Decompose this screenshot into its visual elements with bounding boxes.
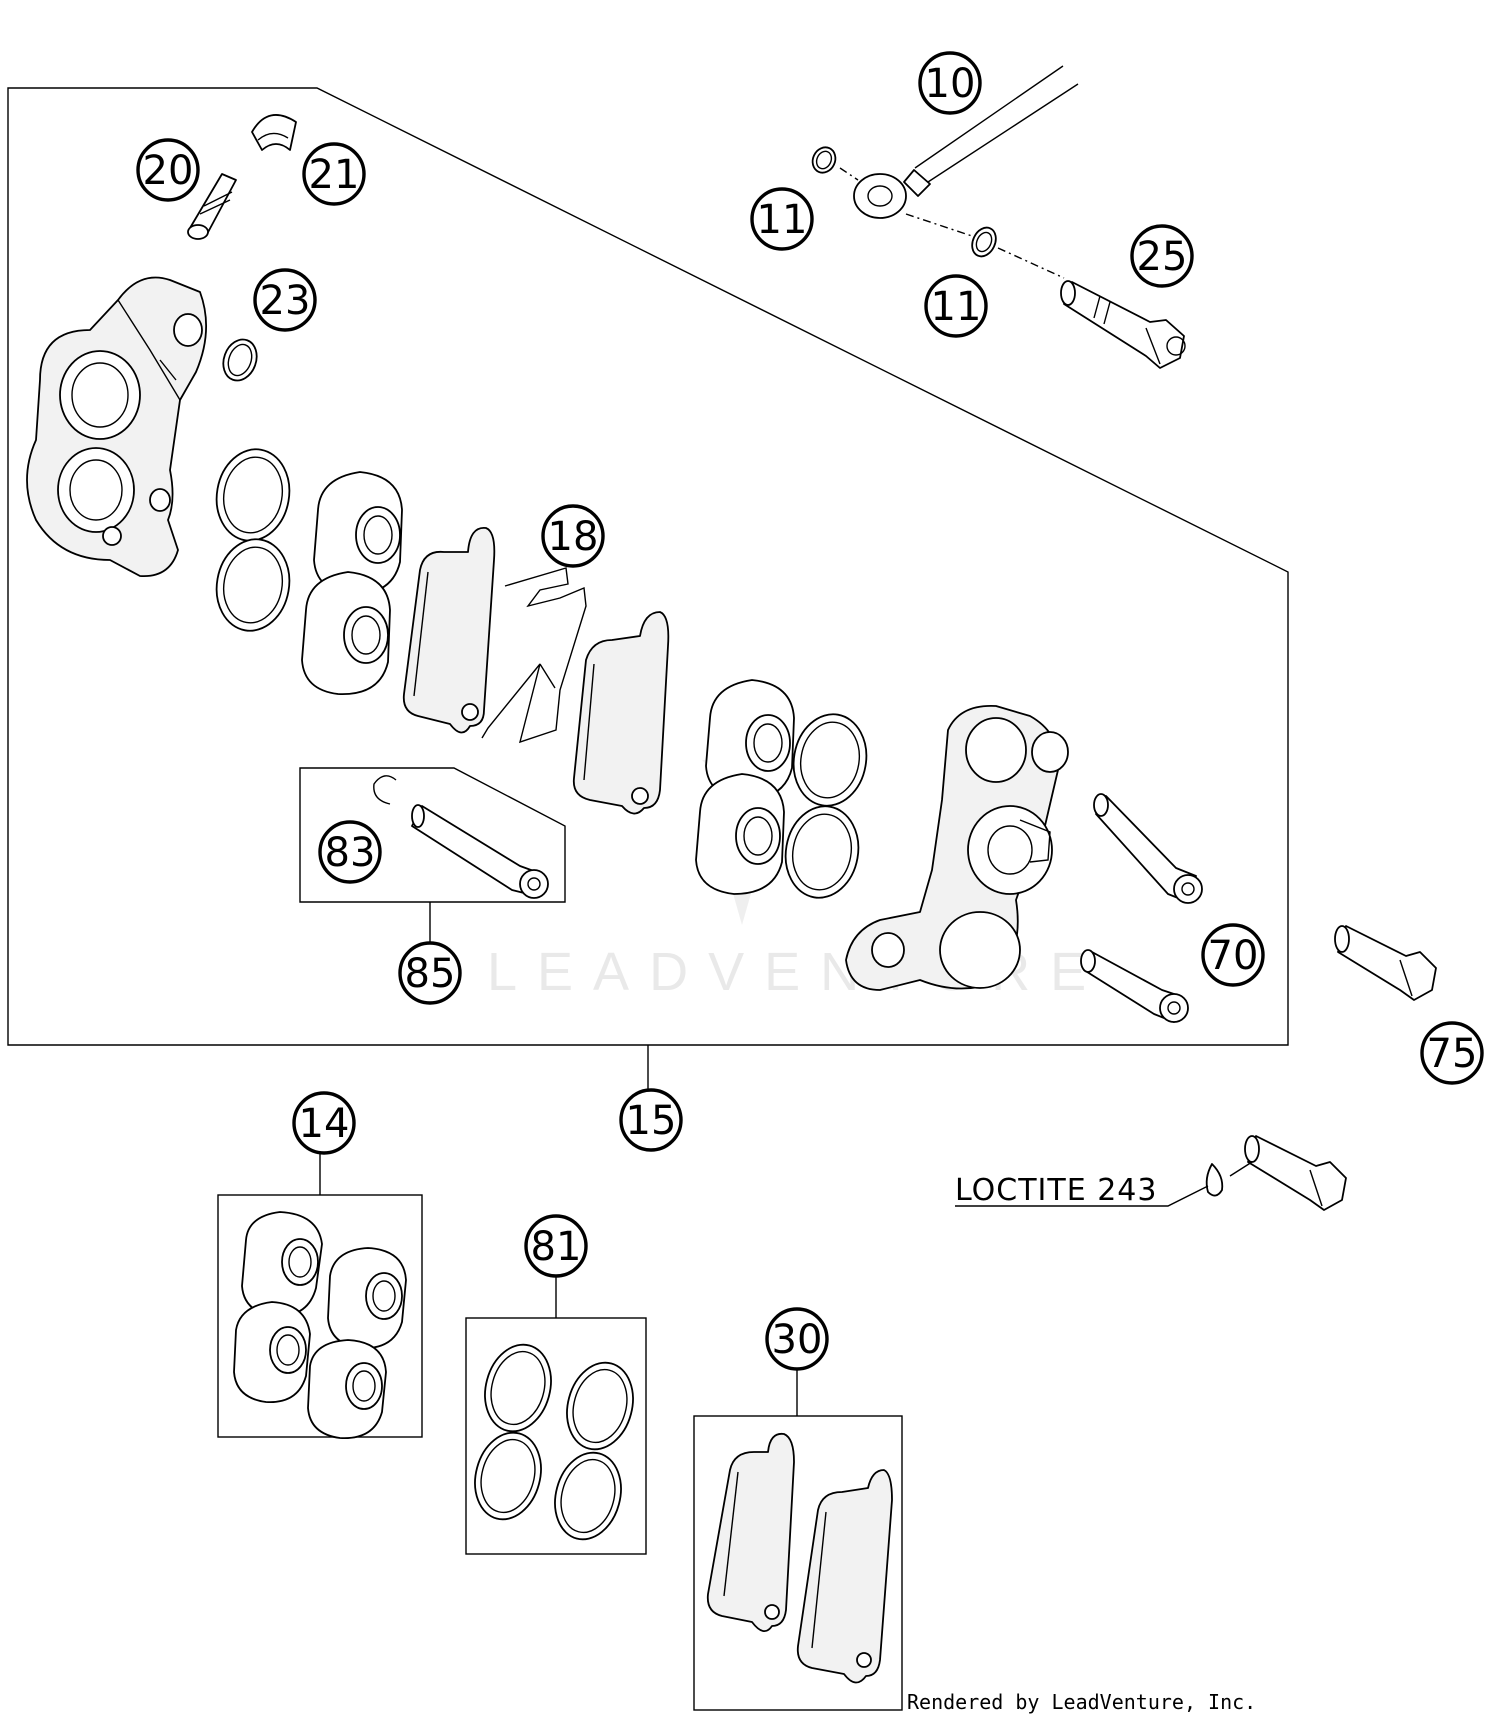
callout-label: 20 (143, 148, 194, 194)
callout-label: 70 (1208, 933, 1259, 979)
callout-label: 83 (325, 830, 376, 876)
seals-right-part (784, 713, 868, 899)
callout-10: 10 (918, 51, 982, 115)
loctite-label: LOCTITE 243 (955, 1173, 1157, 1208)
callout-75: 75 (1420, 1021, 1484, 1085)
render-credit: Rendered by LeadVenture, Inc. (907, 1690, 1257, 1714)
callout-11: 11 (750, 187, 814, 251)
brake-line-part (853, 65, 1079, 219)
callout-label: 11 (757, 197, 808, 243)
callout-label: 18 (548, 514, 599, 560)
mounting-bolt-loctite-part (1244, 1135, 1347, 1211)
callout-label: 21 (309, 152, 360, 198)
callout-23: 23 (253, 268, 317, 332)
washer-lower-part (971, 226, 997, 258)
callout-label: 75 (1427, 1031, 1478, 1077)
pad-kit-outline (693, 1415, 903, 1711)
callout-25: 25 (1130, 224, 1194, 288)
callout-layer: 10 20 21 11 25 23 11 18 83 70 85 75 14 15 81 30 (136, 51, 1484, 1371)
callout-label: 14 (299, 1101, 350, 1147)
callout-85: 85 (398, 941, 462, 1005)
loctite-drop-icon (1205, 1163, 1224, 1197)
callout-30: 30 (765, 1307, 829, 1371)
callout-label: 15 (626, 1098, 677, 1144)
callout-70: 70 (1201, 923, 1265, 987)
callout-label: 85 (405, 951, 456, 997)
loctite-leader (955, 1161, 1253, 1207)
assembly-axis (839, 167, 1065, 279)
caliper-half-left-part (26, 276, 207, 577)
pistons-right-part (695, 679, 795, 895)
bleeder-cap-part (251, 114, 297, 151)
bleeder-screw-part (187, 173, 237, 240)
pin-kit-outline (299, 767, 566, 903)
callout-label: 25 (1137, 234, 1188, 280)
callout-label: 81 (531, 1224, 582, 1270)
mounting-bolt-75-part (1334, 925, 1437, 1001)
callout-label: 10 (925, 61, 976, 107)
brake-pad-right-part (572, 611, 670, 815)
seals-left-part (215, 448, 291, 632)
pad-spring-part (481, 567, 587, 744)
callout-20: 20 (136, 138, 200, 202)
banjo-bolt-part (1060, 280, 1186, 369)
callout-18: 18 (541, 504, 605, 568)
caliper-bolt-upper-part (1093, 793, 1203, 904)
pad-kit-part (706, 1432, 893, 1684)
callout-11: 11 (924, 274, 988, 338)
callout-81: 81 (524, 1214, 588, 1278)
callout-15: 15 (619, 1088, 683, 1152)
piston-kit-part (233, 1211, 407, 1439)
callout-label: 30 (772, 1317, 823, 1363)
pad-pin-part (411, 804, 549, 899)
retaining-clip-part (373, 775, 397, 805)
callout-21: 21 (302, 142, 366, 206)
o-ring-23-part (222, 338, 258, 382)
callout-83: 83 (318, 820, 382, 884)
pistons-left-part (301, 471, 403, 695)
callout-label: 11 (931, 284, 982, 330)
washer-upper-part (811, 146, 837, 174)
callout-14: 14 (292, 1091, 356, 1155)
callout-label: 23 (260, 278, 311, 324)
caliper-half-right-part (845, 705, 1069, 991)
brake-pad-left-part (402, 527, 496, 734)
seal-kit-part (474, 1343, 634, 1541)
caliper-bolt-lower-part (1080, 949, 1189, 1023)
caliper-assembly-outline (7, 87, 1289, 1046)
